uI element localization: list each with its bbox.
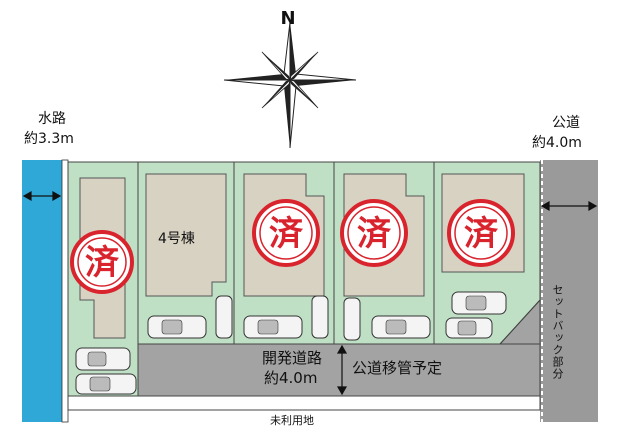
car-icon <box>371 315 431 339</box>
car-icon <box>243 315 303 339</box>
water-channel-name: 水路 <box>38 111 66 127</box>
car-icon <box>445 317 493 339</box>
compass-rose-icon <box>223 21 357 149</box>
sold-stamp-text: 済 <box>464 214 499 254</box>
unused-land-strip <box>67 395 541 411</box>
car-icon <box>451 291 507 315</box>
sold-stamp-text: 済 <box>269 214 304 254</box>
lot-label-4: 4号棟 <box>158 231 195 247</box>
public-road-name: 公道 <box>552 115 580 131</box>
car-icon <box>215 295 233 339</box>
sold-stamp-text: 済 <box>85 243 120 283</box>
car-icon <box>311 295 329 339</box>
car-icon <box>75 373 137 395</box>
car-icon <box>343 297 361 341</box>
car-icon <box>75 347 131 371</box>
lot-2-building <box>145 173 227 297</box>
car-icon <box>147 315 207 339</box>
public-road-width-arrow <box>540 200 598 212</box>
sold-stamp: 済 <box>252 199 320 267</box>
water-width-arrow <box>22 190 62 202</box>
lot-2 <box>145 173 233 339</box>
development-road-name: 開発道路 <box>262 349 323 367</box>
compass-north-label: N <box>280 8 295 29</box>
sold-stamp-text: 済 <box>357 214 392 254</box>
unused-land-label: 未利用地 <box>270 414 314 427</box>
water-channel-wall <box>61 159 69 423</box>
water-channel-width: 約3.3m <box>24 131 74 147</box>
public-road-width: 約4.0m <box>532 135 582 151</box>
setback-label: セットバック部分 <box>551 284 564 380</box>
sold-stamp: 済 <box>70 230 134 294</box>
lot-boundaries <box>67 161 541 397</box>
development-road-note: 公道移管予定 <box>352 359 443 377</box>
development-road-width-arrow <box>336 344 348 396</box>
water-channel <box>22 160 62 422</box>
sold-stamp: 済 <box>447 199 515 267</box>
sold-stamp: 済 <box>340 199 408 267</box>
public-road-east <box>540 160 598 422</box>
development-road-width: 約4.0m <box>264 369 318 387</box>
